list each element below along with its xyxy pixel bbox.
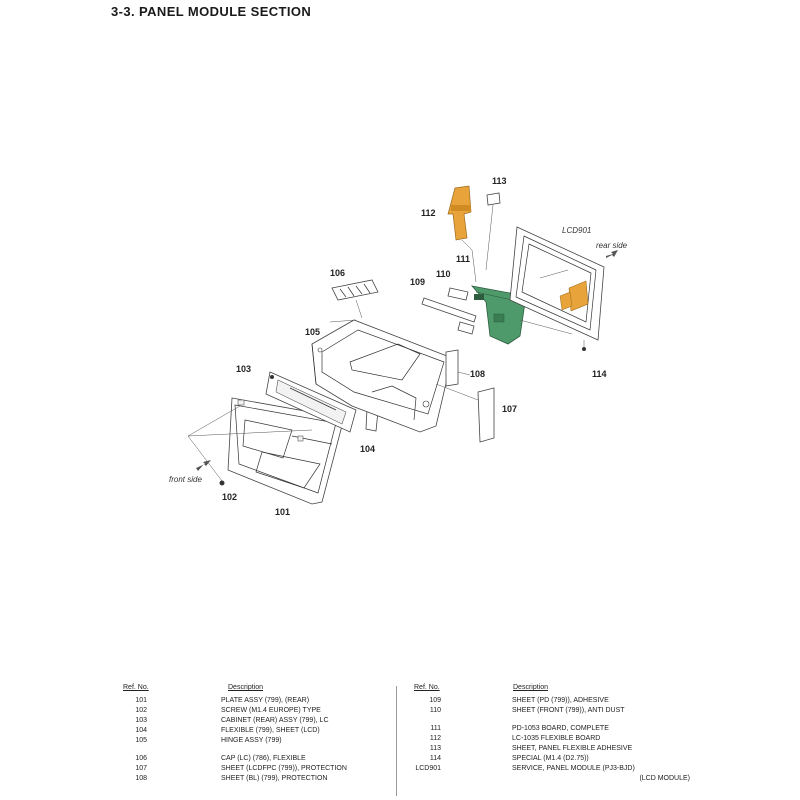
row-desc: SHEET (LCDFPC (799)), PROTECTION (221, 765, 347, 772)
row-desc: CAP (LC) (786), FLEXIBLE (221, 755, 306, 762)
label-108: 108 (470, 369, 485, 379)
table-header: Ref. No. Description (116, 683, 388, 693)
row-desc: SHEET, PANEL FLEXIBLE ADHESIVE (512, 745, 633, 752)
table-row: 111 PD-1053 BOARD, COMPLETE (408, 724, 693, 734)
row-ref: 109 (429, 697, 441, 704)
part-108-sheet-bl (445, 349, 471, 387)
table-row: 112 LC-1035 FLEXIBLE BOARD (408, 734, 693, 744)
label-front-side: front side (169, 475, 202, 484)
part-106-cap (331, 279, 379, 319)
label-111: 111 (456, 254, 470, 264)
table-row: 108 SHEET (BL) (799), PROTECTION (116, 774, 388, 784)
exploded-view-diagram: 101 102 103 104 105 106 107 108 109 110 … (169, 176, 628, 517)
part-109-sheet-pd (421, 297, 477, 335)
label-110: 110 (436, 269, 451, 279)
table-row: 110 SHEET (FRONT (799)), ANTI DUST (408, 706, 693, 716)
row-ref: 105 (135, 737, 147, 744)
row-desc: SHEET (FRONT (799)), ANTI DUST (512, 707, 625, 714)
label-105: 105 (305, 327, 320, 337)
row-desc: LC-1035 FLEXIBLE BOARD (512, 735, 601, 742)
row-desc: SPECIAL (M1.4 (D2.75)) (512, 755, 589, 762)
table-row: 105 HINGE ASSY (799) (116, 736, 388, 746)
table-row: 114 SPECIAL (M1.4 (D2.75)) (408, 754, 693, 764)
label-112: 112 (421, 208, 436, 218)
row-ref: 103 (135, 717, 147, 724)
table-row: 101 PLATE ASSY (799), (REAR) (116, 696, 388, 706)
row-ref: 101 (135, 697, 147, 704)
parts-table-right: Ref. No. Description 109 SHEET (PD (799))… (408, 683, 693, 784)
label-102: 102 (222, 492, 237, 502)
part-105-hinge-assy (311, 319, 453, 433)
parts-table-left: Ref. No. Description 101 PLATE ASSY (799)… (116, 683, 388, 784)
table-row: 106 CAP (LC) (786), FLEXIBLE (116, 754, 388, 764)
section-title: 3-3. PANEL MODULE SECTION (111, 4, 312, 19)
row-desc: PLATE ASSY (799), (REAR) (221, 697, 310, 704)
table-row: 102 SCREW (M1.4 EUROPE) TYPE (116, 706, 388, 716)
label-107: 107 (502, 404, 517, 414)
row-desc: PD-1053 BOARD, COMPLETE (512, 725, 609, 732)
part-107-sheet-lcdfpc (435, 383, 495, 443)
label-114: 114 (592, 369, 607, 379)
row-ref: 108 (135, 775, 147, 782)
label-rear-side: rear side (596, 241, 628, 250)
row-ref: 104 (135, 727, 147, 734)
row-ref: 113 (429, 745, 441, 752)
table-row: 103 CABINET (REAR) ASSY (799), LC (116, 716, 388, 726)
part-103-cabinet-rear (265, 371, 357, 433)
table-header: Ref. No. Description (408, 683, 693, 693)
table-row-continuation: (LCD MODULE) (408, 774, 693, 784)
row-ref: 111 (430, 725, 441, 732)
label-113: 113 (492, 176, 507, 186)
part-110-sheet-front (447, 287, 469, 301)
row-ref: 114 (429, 755, 441, 762)
row-ref: 112 (429, 735, 441, 742)
label-lcd901: LCD901 (562, 226, 591, 235)
row-ref: LCD901 (415, 765, 441, 772)
part-lcd901-panel-module (509, 226, 618, 351)
table-row: 113 SHEET, PANEL FLEXIBLE ADHESIVE (408, 744, 693, 754)
row-ref: 102 (135, 707, 147, 714)
label-101: 101 (275, 507, 290, 517)
label-104: 104 (360, 444, 375, 454)
label-103: 103 (236, 364, 251, 374)
part-102-screw (187, 405, 313, 486)
table-divider (396, 686, 397, 796)
part-113-adhesive-sheet (485, 192, 501, 271)
row-desc: CABINET (REAR) ASSY (799), LC (221, 717, 329, 724)
table-row: LCD901 SERVICE, PANEL MODULE (PJ3-BJD) (408, 764, 693, 774)
table-row: 109 SHEET (PD (799)), ADHESIVE (408, 696, 693, 706)
row-desc: SCREW (M1.4 EUROPE) TYPE (221, 707, 321, 714)
part-101-plate-assy (227, 397, 345, 505)
header-description: Description (228, 684, 264, 691)
table-row: 104 FLEXIBLE (799), SHEET (LCD) (116, 726, 388, 736)
row-desc: SHEET (PD (799)), ADHESIVE (512, 697, 609, 704)
row-ref: 107 (135, 765, 147, 772)
row-ref: 106 (135, 755, 147, 762)
header-ref-no: Ref. No. (414, 684, 440, 691)
label-106: 106 (330, 268, 345, 278)
label-109: 109 (410, 277, 425, 287)
part-112-lc-flexible-board (447, 185, 477, 283)
header-ref-no: Ref. No. (123, 684, 149, 691)
table-row: 107 SHEET (LCDFPC (799)), PROTECTION (116, 764, 388, 774)
header-description: Description (513, 684, 549, 691)
row-desc-continuation: (LCD MODULE) (639, 775, 690, 782)
row-desc: SHEET (BL) (799), PROTECTION (221, 775, 328, 782)
row-ref: 110 (429, 707, 441, 714)
row-desc: SERVICE, PANEL MODULE (PJ3-BJD) (512, 765, 635, 772)
row-desc: FLEXIBLE (799), SHEET (LCD) (221, 727, 320, 734)
row-desc: HINGE ASSY (799) (221, 737, 282, 744)
